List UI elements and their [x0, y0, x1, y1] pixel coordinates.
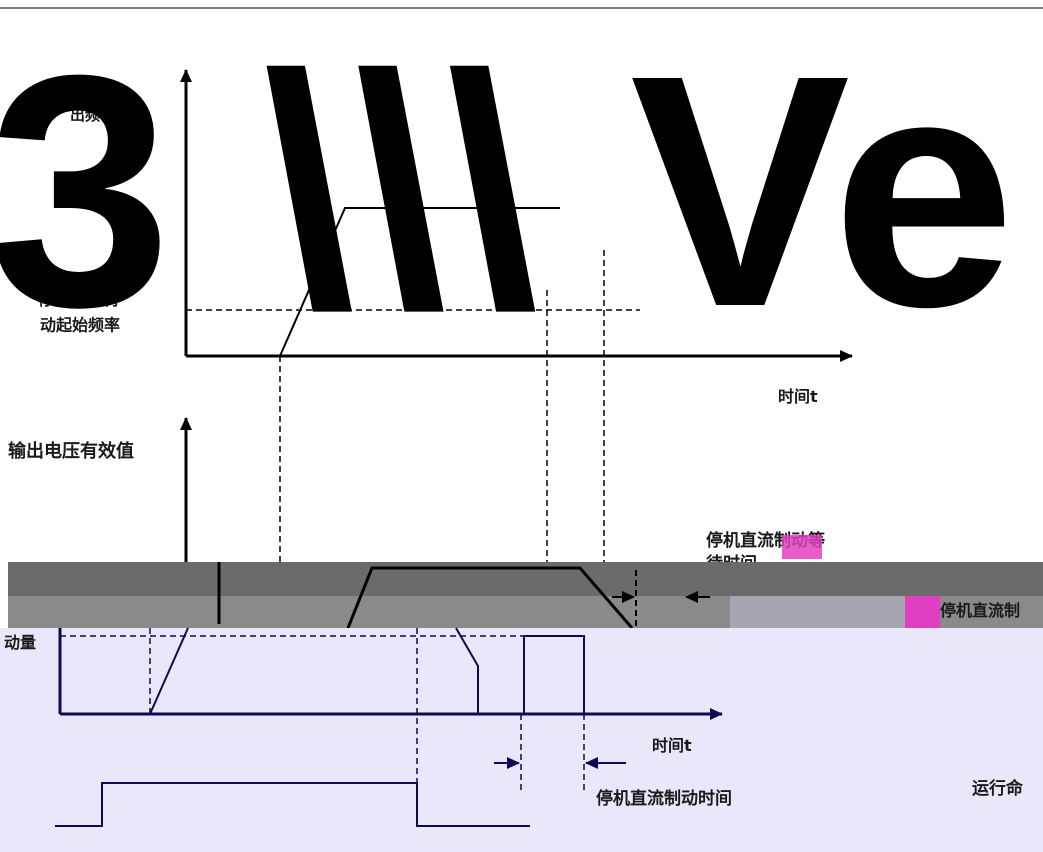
overlay-text: 3 \\\ Ve ol	[0, 6, 1043, 375]
band-right-label: 停机直流制	[940, 601, 1020, 620]
magenta-noise	[782, 535, 822, 559]
overlay-graffiti: 3 \\\ Ve ol	[0, 6, 1043, 375]
lower-ramp-up	[149, 627, 189, 715]
band-magenta-block	[905, 596, 940, 628]
freq-time-label: 时间t	[778, 387, 818, 406]
lower-time-label: 时间t	[652, 736, 692, 755]
run-command-label: 运行命	[972, 778, 1024, 799]
lower-ramp-down	[455, 627, 479, 714]
braking-pulse	[523, 635, 585, 714]
braking-amount-label: 动量	[4, 633, 36, 652]
voltage-axis-label: 输出电压有效值	[8, 440, 134, 462]
voltage-curve	[346, 566, 634, 629]
braking-duration-label: 停机直流制动时间	[596, 788, 732, 809]
braking-start-freq-label: 停机直流制动起始频率	[38, 290, 120, 335]
freq-axis-label: 出频率Hz	[70, 106, 137, 124]
freq-curve	[279, 207, 560, 357]
run-command-waveform	[55, 782, 530, 827]
